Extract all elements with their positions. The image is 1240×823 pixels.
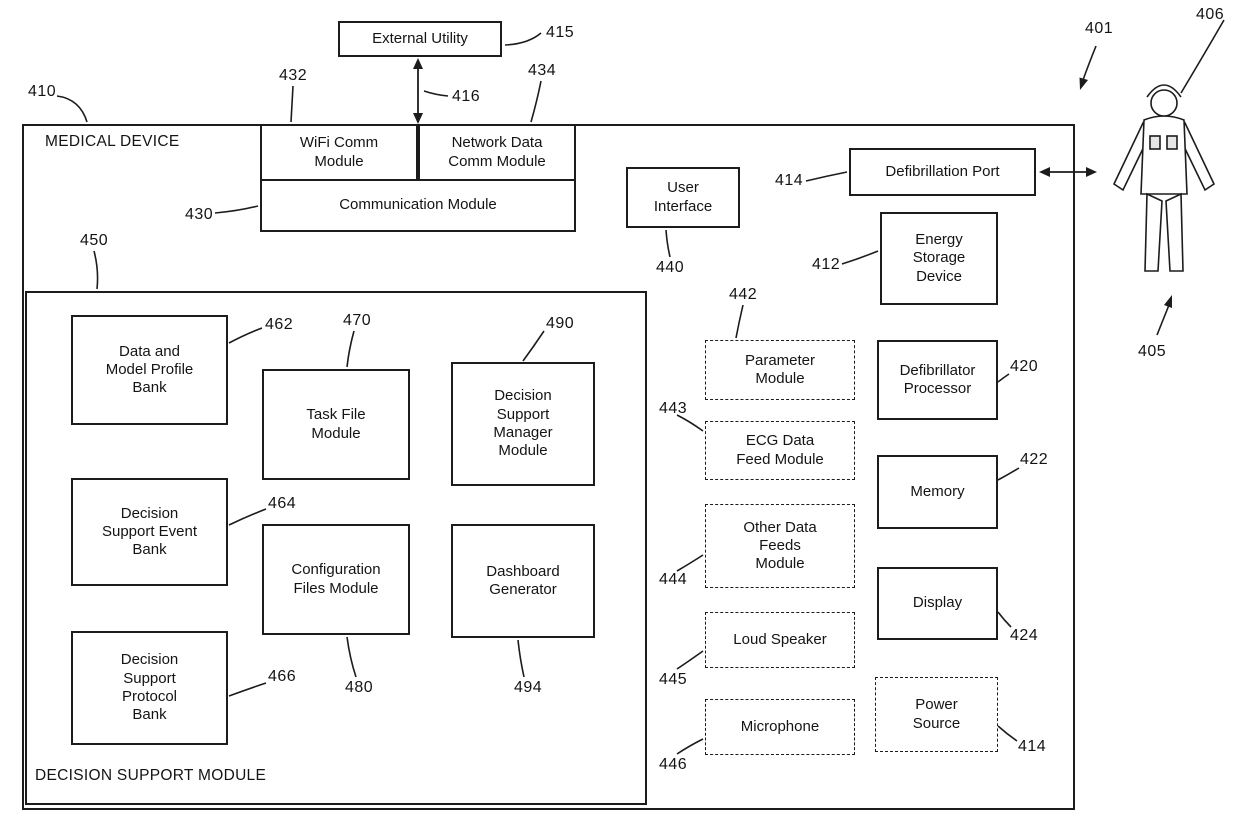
decision-support-module-frame	[25, 291, 647, 805]
ref-412: 412	[812, 256, 841, 273]
ref-406: 406	[1196, 6, 1225, 23]
ref-410: 410	[28, 83, 57, 100]
patient-left-leg	[1144, 192, 1163, 272]
ref-414-power: 414	[1018, 738, 1047, 755]
patient-torso	[1140, 115, 1188, 195]
ref-432: 432	[279, 67, 308, 84]
data-model-profile-bank-box: Data and Model Profile Bank	[71, 315, 228, 425]
decision-support-manager-module-box: Decision Support Manager Module	[451, 362, 595, 486]
ref-462: 462	[265, 316, 294, 333]
ref-414-port: 414	[775, 172, 804, 189]
microphone-box: Microphone	[705, 699, 855, 755]
defibrillator-processor-box: Defibrillator Processor	[877, 340, 998, 420]
garment-hood	[1146, 84, 1182, 98]
external-utility-box: External Utility	[338, 21, 502, 57]
configuration-files-module-box: Configuration Files Module	[262, 524, 410, 635]
ref-446: 446	[659, 756, 688, 773]
ref-420: 420	[1010, 358, 1039, 375]
parameter-module-box: Parameter Module	[705, 340, 855, 400]
patient-head	[1150, 89, 1178, 117]
ref-430: 430	[185, 206, 214, 223]
garment-pad-right	[1166, 135, 1178, 150]
patient-figure	[1112, 84, 1216, 272]
ref-445: 445	[659, 671, 688, 688]
garment-pad-left	[1149, 135, 1161, 150]
ref-440: 440	[656, 259, 685, 276]
ref-415: 415	[546, 24, 575, 41]
ref-464: 464	[268, 495, 297, 512]
decision-support-module-title: DECISION SUPPORT MODULE	[35, 767, 267, 784]
decision-support-protocol-bank-box: Decision Support Protocol Bank	[71, 631, 228, 745]
other-data-feeds-module-box: Other Data Feeds Module	[705, 504, 855, 588]
leader-lines	[56, 19, 1225, 755]
ref-450: 450	[80, 232, 109, 249]
utility-link-arrow	[413, 58, 423, 124]
dashboard-generator-box: Dashboard Generator	[451, 524, 595, 638]
energy-storage-device-box: Energy Storage Device	[880, 212, 998, 305]
ref-443: 443	[659, 400, 688, 417]
display-box: Display	[877, 567, 998, 640]
communication-module-box: Communication Module	[260, 179, 576, 232]
power-source-box: Power Source	[875, 677, 998, 752]
ref-444: 444	[659, 571, 688, 588]
medical-device-title: MEDICAL DEVICE	[45, 133, 180, 150]
ref-401-arrow	[1079, 45, 1097, 90]
patient-right-leg	[1165, 192, 1184, 272]
ref-466: 466	[268, 668, 297, 685]
ref-405: 405	[1138, 343, 1167, 360]
ref-424: 424	[1010, 627, 1039, 644]
user-interface-box: User Interface	[626, 167, 740, 228]
decision-support-event-bank-box: Decision Support Event Bank	[71, 478, 228, 586]
ref-494: 494	[514, 679, 543, 696]
ref-490: 490	[546, 315, 575, 332]
ref-401: 401	[1085, 20, 1114, 37]
loud-speaker-box: Loud Speaker	[705, 612, 855, 668]
ref-470: 470	[343, 312, 372, 329]
ecg-data-feed-module-box: ECG Data Feed Module	[705, 421, 855, 480]
wifi-comm-module-box: WiFi Comm Module	[260, 124, 418, 181]
ref-416: 416	[452, 88, 481, 105]
task-file-module-box: Task File Module	[262, 369, 410, 480]
network-data-comm-module-box: Network Data Comm Module	[418, 124, 576, 181]
defib-port-link-arrow	[1039, 167, 1097, 177]
defibrillation-port-box: Defibrillation Port	[849, 148, 1036, 196]
ref-405-arrow	[1156, 295, 1172, 336]
ref-434: 434	[528, 62, 557, 79]
memory-box: Memory	[877, 455, 998, 529]
ref-422: 422	[1020, 451, 1049, 468]
ref-480: 480	[345, 679, 374, 696]
ref-442: 442	[729, 286, 758, 303]
